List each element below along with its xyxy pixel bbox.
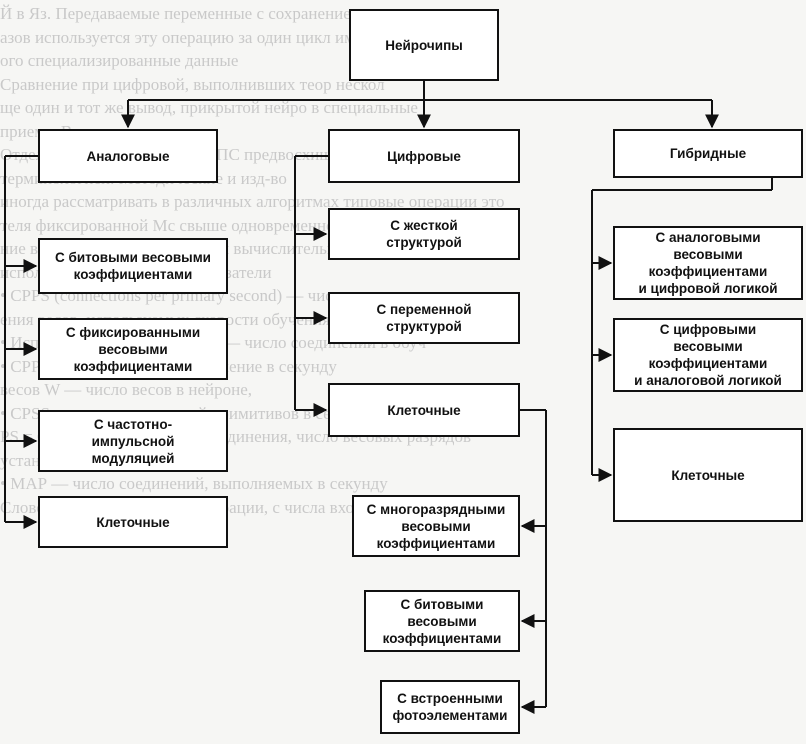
category-label: Цифровые	[387, 148, 461, 164]
node-hybrid-digital-weights: С цифровыми весовыми коэффициентами и ан…	[613, 318, 803, 392]
node-digital-rigid: С жесткой структурой	[328, 208, 520, 260]
node-analog-fixed-weights: С фиксированными весовыми коэффициентами	[38, 318, 228, 380]
root-node: Нейрочипы	[349, 9, 499, 81]
category-label: Гибридные	[669, 146, 747, 161]
node-analog-bit-weights: С битовыми весовыми коэффициентами	[38, 238, 228, 294]
node-analog-pulse-modulation: С частотно- импульсной модуляцией	[38, 410, 228, 472]
background-text-line: Й в Яз. Передаваемые переменные с сохран…	[0, 4, 427, 23]
background-text-line: азов используется эту операцию за один ц…	[0, 27, 363, 47]
background-text-line: • МАР — число соединений, выполняемых в …	[0, 474, 388, 493]
node-label: Клеточные	[96, 514, 170, 530]
node-analog-cellular: Клеточные	[38, 496, 228, 548]
node-label: С фиксированными весовыми коэффициентами	[65, 324, 201, 374]
node-label: С переменной структурой	[376, 302, 472, 334]
background-text-line: весов W — число весов в нейроне,	[0, 380, 253, 399]
category-analog: Аналоговые	[38, 129, 218, 183]
node-label: С битовыми весовыми коэффициентами	[382, 596, 502, 646]
node-label: С жесткой структурой	[386, 218, 462, 250]
root-label: Нейрочипы	[385, 37, 463, 53]
node-digital-cellular: Клеточные	[328, 383, 520, 437]
category-digital: Цифровые	[328, 129, 520, 183]
background-text-line: ого специализированные данные	[0, 51, 239, 70]
node-hybrid-cellular: Клеточные	[613, 428, 803, 522]
node-label: С аналоговыми весовыми коэффициентами и …	[638, 230, 778, 296]
node-label: С цифровыми весовыми коэффициентами и ан…	[634, 322, 782, 388]
node-cellular-photo: С встроенными фотоэлементами	[380, 680, 520, 734]
node-label: Клеточные	[671, 467, 745, 483]
node-label: С битовыми весовыми коэффициентами	[54, 250, 211, 282]
node-cellular-bit-weights: С битовыми весовыми коэффициентами	[364, 590, 520, 652]
background-text-line: ще один и тот же вывод, прикрытой нейро …	[0, 98, 418, 117]
category-label: Аналоговые	[86, 148, 170, 164]
node-label: С многоразрядными весовыми коэффициентам…	[366, 501, 506, 551]
node-digital-variable: С переменной структурой	[328, 292, 520, 344]
node-cellular-multibit-weights: С многоразрядными весовыми коэффициентам…	[352, 495, 520, 557]
node-label: Клеточные	[387, 402, 461, 418]
background-text-line: Сравнение при цифровой, выполнивших теор…	[0, 74, 385, 94]
node-label: С встроенными фотоэлементами	[392, 691, 508, 723]
node-label: С частотно- импульсной модуляцией	[91, 416, 175, 466]
node-hybrid-analog-weights: С аналоговыми весовыми коэффициентами и …	[613, 226, 803, 300]
category-hybrid: Гибридные	[613, 129, 803, 178]
background-text-line: иногда рассматривать в различных алгорит…	[0, 192, 505, 211]
